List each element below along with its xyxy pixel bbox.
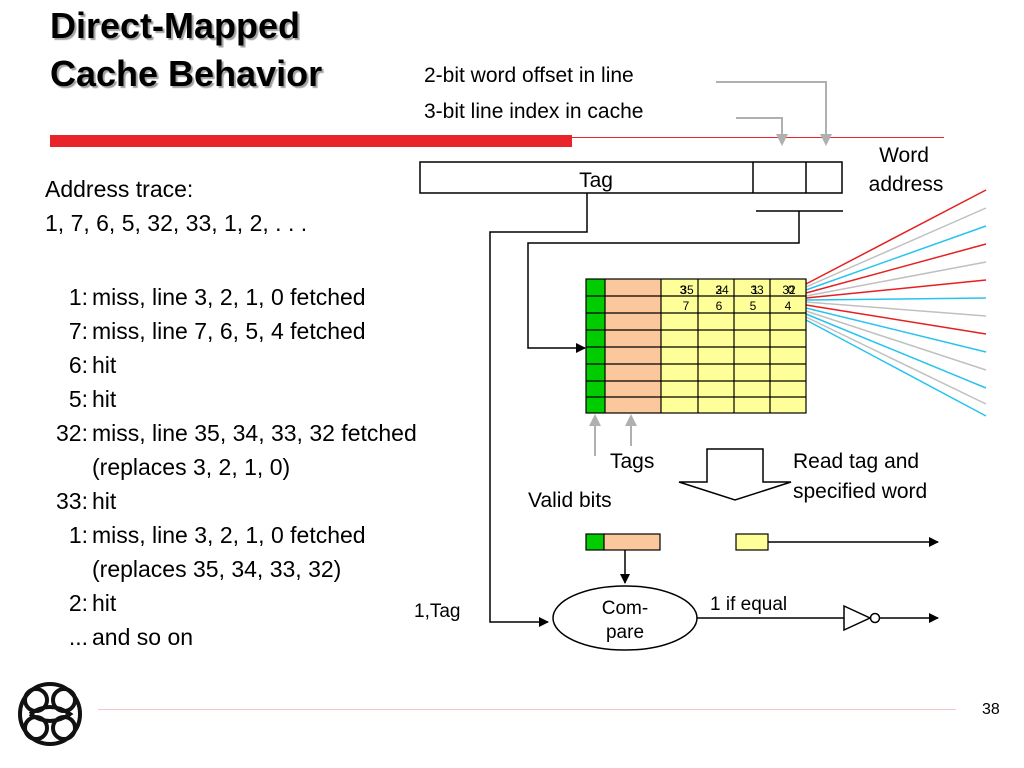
cache-ghost-0: 0: [788, 283, 795, 297]
event-key: 2:: [68, 590, 88, 616]
trace-sequence: 1, 7, 6, 5, 32, 33, 1, 2, . . .: [45, 210, 308, 236]
line-index-pointer: [736, 117, 788, 146]
tag-wire: [489, 193, 588, 627]
event-key: 5:: [68, 386, 88, 412]
event-text: (replaces 3, 2, 1, 0): [92, 454, 291, 480]
event-text: miss, line 7, 6, 5, 4 fetched: [92, 318, 366, 344]
cache-word-4: 4: [785, 299, 792, 313]
read-tag: [603, 533, 661, 551]
event-key: 1:: [68, 522, 88, 548]
university-logo-icon: [18, 682, 82, 746]
cache-word-5: 5: [750, 299, 757, 313]
tags-column: [605, 279, 661, 413]
memory-fan-lines: [805, 189, 987, 417]
event-key: 33:: [56, 488, 88, 514]
read-label-1: Read tag and: [793, 450, 919, 473]
tag-field-label: Tag: [579, 169, 613, 192]
line-index-wire: [527, 211, 800, 300]
event-key: 7:: [68, 318, 88, 344]
line-index-label: 3-bit line index in cache: [424, 100, 643, 123]
word-offset-pointer: [716, 81, 832, 146]
page-number: 38: [982, 701, 1000, 718]
cache-word-6: 6: [716, 299, 723, 313]
index-select-arrow: [527, 300, 586, 353]
address-trace: Address trace: 1, 7, 6, 5, 32, 33, 1, 2,…: [45, 172, 307, 240]
equal-label: 1 if equal: [710, 594, 787, 615]
event-text: hit: [92, 352, 117, 378]
event-text: miss, line 35, 34, 33, 32 fetched: [92, 420, 417, 446]
event-text: hit: [92, 590, 117, 616]
event-key: 1:: [68, 284, 88, 310]
cache-ghost-2: 2: [716, 283, 723, 297]
read-word: [735, 533, 769, 551]
event-text: (replaces 35, 34, 33, 32): [92, 556, 342, 582]
event-text: miss, line 3, 2, 1, 0 fetched: [92, 284, 366, 310]
event-key: 32:: [56, 420, 88, 446]
event-text: miss, line 3, 2, 1, 0 fetched: [92, 522, 366, 548]
event-text: and so on: [92, 624, 194, 650]
event-key: ...: [68, 624, 88, 650]
title-underline-bar: [50, 135, 572, 147]
compare-label-2: pare: [606, 622, 644, 643]
event-text: hit: [92, 386, 117, 412]
compare-label-1: Com-: [602, 598, 648, 619]
cache-word-32: 32: [782, 283, 796, 297]
footer-rule: [98, 709, 956, 710]
title-underline-rule: [572, 137, 944, 138]
tags-label: Tags: [610, 450, 654, 473]
event-key: 6:: [68, 352, 88, 378]
word-address-register: [419, 161, 843, 194]
read-label-2: specified word: [793, 480, 927, 503]
read-valid-bit: [585, 533, 605, 551]
cache-word-35: 35: [680, 283, 694, 297]
event-text: hit: [92, 488, 117, 514]
word-offset-label: 2-bit word offset in line: [424, 64, 634, 87]
cache-word-7: 7: [683, 299, 690, 313]
cache-ghost-1: 1: [752, 283, 759, 297]
trace-heading: Address trace:: [45, 176, 194, 202]
cache-word-34: 34: [715, 283, 729, 297]
read-arrow-icon: [678, 448, 792, 501]
input-label: 1,Tag: [414, 601, 460, 622]
cache-word-33: 33: [750, 283, 764, 297]
inverter-icon: [843, 604, 872, 632]
valid-bits-column: [586, 279, 605, 413]
word-address-label-2: address: [869, 173, 944, 196]
word-address-label-1: Word: [879, 144, 929, 167]
title-line-2: Cache Behavior: [50, 53, 323, 94]
cache-ghost-3: 3: [680, 283, 687, 297]
cache-array: 3 2 1 0 35 34 33 32 7 6 5 4: [585, 278, 807, 414]
valid-bits-label: Valid bits: [528, 489, 612, 512]
title-line-1: Direct-Mapped: [50, 5, 301, 46]
page-title: Direct-Mapped Cache Behavior: [50, 2, 322, 98]
